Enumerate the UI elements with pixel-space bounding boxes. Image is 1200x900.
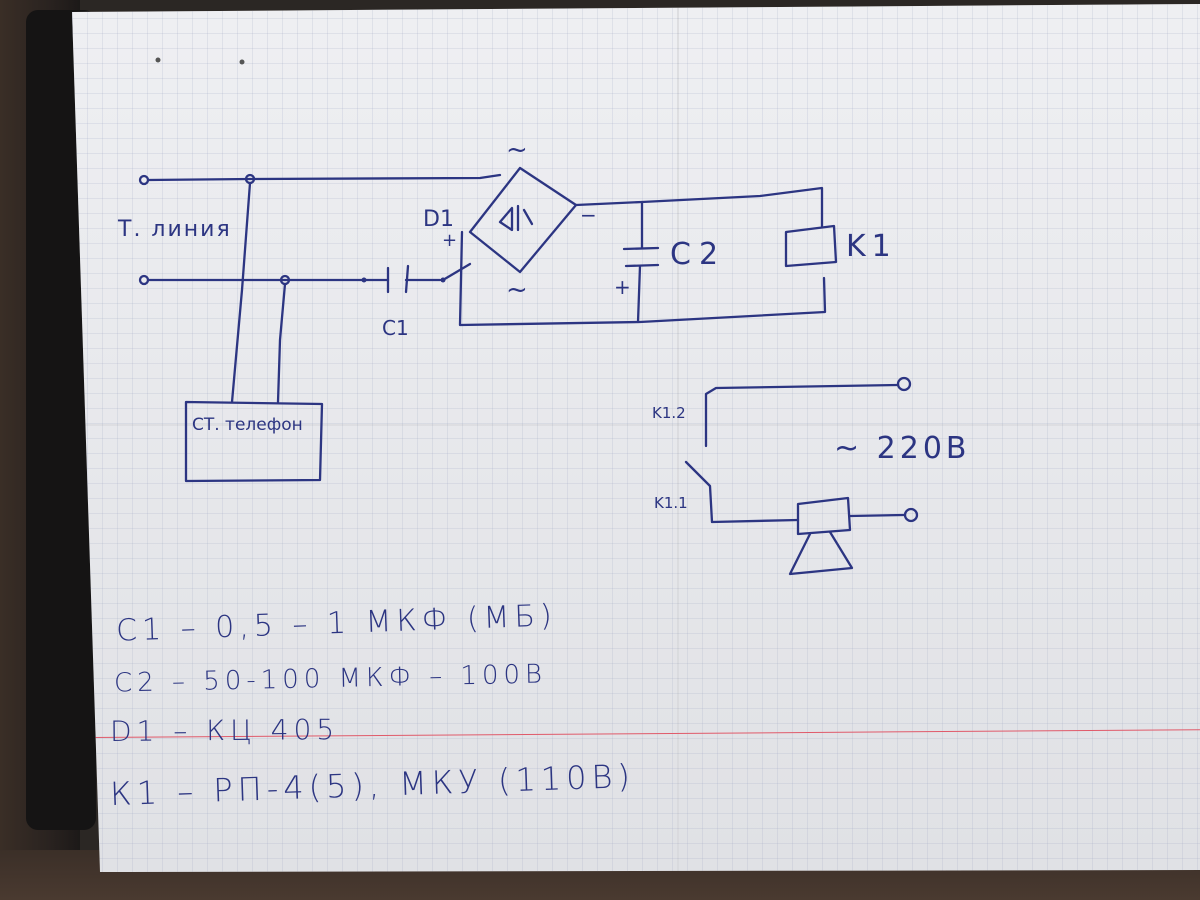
note-d1: D1 – КЦ 405 [109,713,340,748]
c1-label: C1 [382,316,409,340]
wire-mains-bottom [848,513,906,518]
wire-plus-rail [458,230,827,327]
wire-c2-bottom [636,264,642,324]
phone-label: СТ. телефон [192,415,303,435]
c2-plus-label: + [614,275,631,299]
c2-label: C2 [670,237,726,272]
bridge-ac-top-label: ~ [506,135,528,165]
bridge-ac-bottom-label: ~ [506,275,528,305]
k1-label: K1 [846,229,897,264]
bridge-plus-label: + [442,230,457,251]
diode-symbol [498,206,514,232]
c2-plate-top [622,246,660,251]
contact-k11 [684,460,800,524]
diode-symbol-bar [516,204,534,232]
wire-minus-rail [574,186,824,228]
speaker-body [796,496,852,536]
paper-fold-horizontal [72,424,1200,426]
bridge-minus-label: − [580,203,597,227]
wire-to-phone-1 [230,181,252,404]
diode-bridge [468,166,578,274]
mains-label: ~ 220В [834,431,971,466]
phone-box [184,400,324,483]
speaker-cone [788,530,854,576]
junction-dot [361,277,367,283]
line-label: Т. линия [117,217,232,242]
grid-paper-sheet [72,4,1200,872]
wire-line-top [146,173,502,182]
paper-fold-vertical [677,4,679,872]
wire-to-phone-2 [276,282,287,404]
line-terminal-bottom [138,274,150,286]
line-terminal-top [138,174,150,186]
mains-terminal-top [896,376,912,392]
punch-mark [239,59,245,65]
k12-label: K1.2 [652,404,686,422]
d1-label: D1 [423,207,454,232]
k11-label: K1.1 [654,494,688,512]
c2-plate-bottom [624,263,660,268]
wire-mains-top [704,383,900,448]
punch-mark [155,57,161,63]
mains-terminal-bottom [903,507,919,523]
wire-to-bridge-left [441,262,472,282]
relay-k1-coil [784,224,838,268]
